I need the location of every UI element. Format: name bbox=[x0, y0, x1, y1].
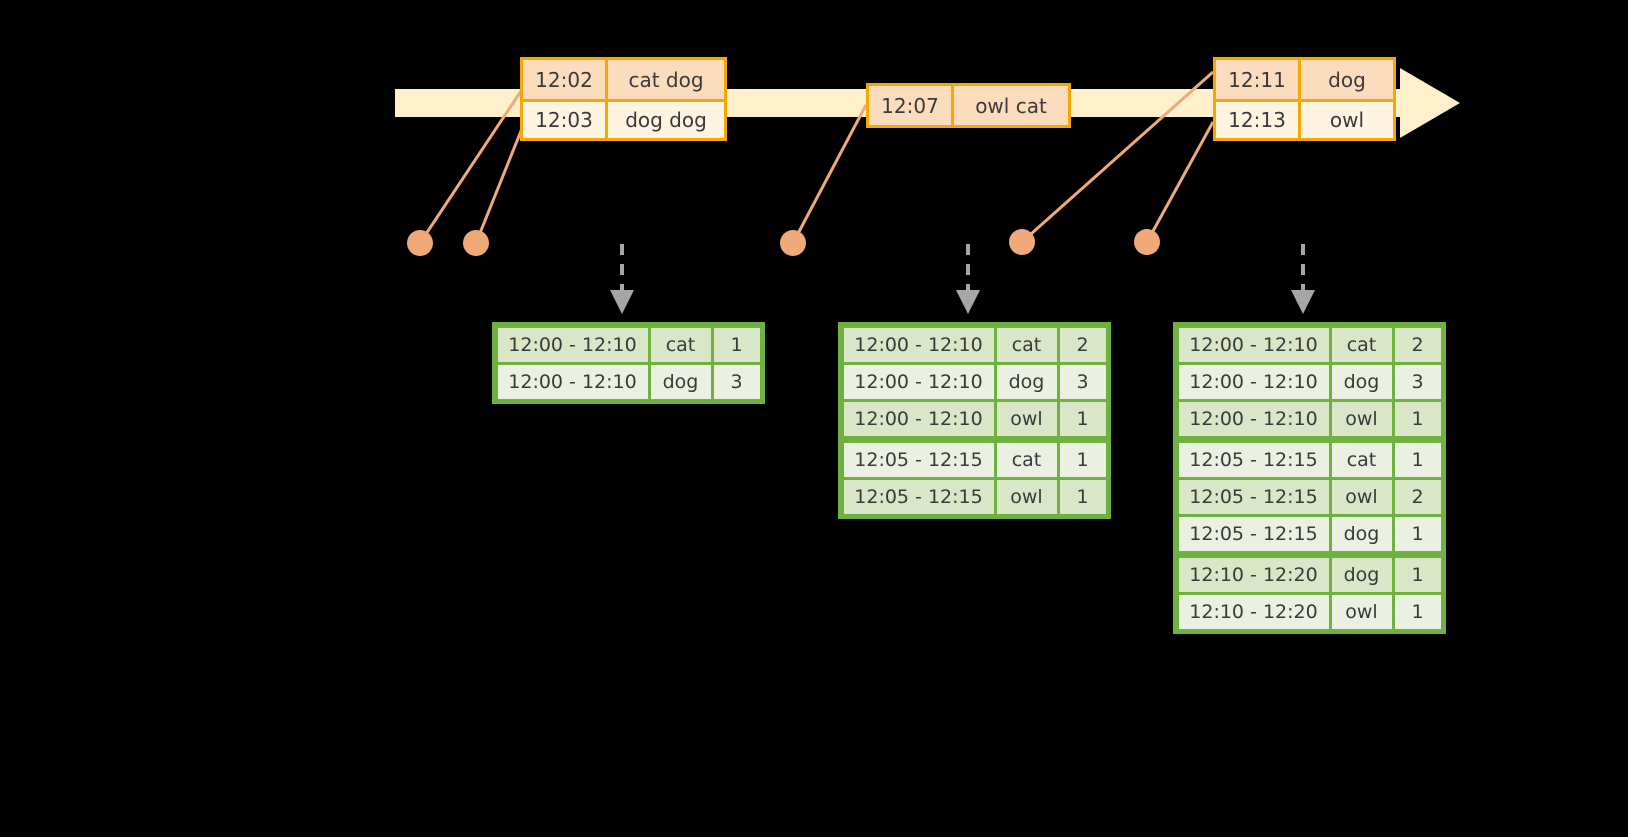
cell-count: 1 bbox=[1394, 401, 1441, 436]
table-row[interactable]: 12:00 - 12:10 owl 1 bbox=[1177, 400, 1442, 437]
cell-count: 1 bbox=[713, 327, 760, 362]
table-row[interactable]: 12:10 - 12:20 owl 1 bbox=[1177, 593, 1442, 630]
table-row[interactable]: 12:00 - 12:10 cat 2 bbox=[1177, 326, 1442, 363]
table-row[interactable]: 12:05 - 12:15 owl 2 bbox=[1177, 478, 1442, 515]
event-value: owl bbox=[1329, 108, 1365, 132]
cell-window: 12:05 - 12:15 bbox=[1178, 442, 1329, 477]
cell-key: owl bbox=[996, 401, 1057, 436]
cell-count: 3 bbox=[1059, 364, 1106, 399]
event-time: 12:07 bbox=[869, 86, 954, 125]
cell-window: 12:00 - 12:10 bbox=[843, 327, 994, 362]
cell-key: dog bbox=[1331, 516, 1392, 551]
event-time: 12:03 bbox=[523, 102, 608, 138]
cell-count: 1 bbox=[1059, 442, 1106, 477]
emit-arrow-3-head bbox=[1291, 290, 1315, 314]
cell-window: 12:00 - 12:10 bbox=[843, 364, 994, 399]
cell-window: 12:10 - 12:20 bbox=[1178, 594, 1329, 629]
table-row[interactable]: 12:00 - 12:10 dog 3 bbox=[842, 363, 1107, 400]
cell-window: 12:05 - 12:15 bbox=[1178, 516, 1329, 551]
event-row[interactable]: 12:11 dog bbox=[1216, 60, 1393, 99]
emit-arrow-2-head bbox=[956, 290, 980, 314]
event-marker-1 bbox=[407, 230, 433, 256]
cell-window: 12:00 - 12:10 bbox=[497, 327, 648, 362]
event-group-3[interactable]: 12:11 dog 12:13 owl bbox=[1213, 57, 1396, 141]
event-marker-5 bbox=[1134, 229, 1160, 255]
table-row[interactable]: 12:00 - 12:10 dog 3 bbox=[496, 363, 761, 400]
event-time: 12:13 bbox=[1216, 102, 1301, 138]
cell-key: cat bbox=[996, 327, 1057, 362]
cell-window: 12:05 - 12:15 bbox=[843, 442, 994, 477]
cell-window: 12:10 - 12:20 bbox=[1178, 557, 1329, 592]
cell-key: owl bbox=[1331, 401, 1392, 436]
windowed-counts-table-3[interactable]: 12:00 - 12:10 cat 2 12:00 - 12:10 dog 3 … bbox=[1173, 322, 1446, 634]
event-value: cat dog bbox=[628, 67, 704, 92]
cell-key: owl bbox=[1331, 594, 1392, 629]
event-time: 12:11 bbox=[1216, 60, 1301, 99]
table-row[interactable]: 12:00 - 12:10 cat 1 bbox=[496, 326, 761, 363]
cell-key: cat bbox=[650, 327, 711, 362]
cell-key: dog bbox=[996, 364, 1057, 399]
cell-key: cat bbox=[1331, 442, 1392, 477]
table-row[interactable]: 12:05 - 12:15 dog 1 bbox=[1177, 515, 1442, 552]
event-row[interactable]: 12:13 owl bbox=[1216, 99, 1393, 138]
cell-window: 12:00 - 12:10 bbox=[1178, 401, 1329, 436]
emit-arrows bbox=[610, 244, 1315, 314]
cell-key: owl bbox=[996, 479, 1057, 514]
cell-window: 12:00 - 12:10 bbox=[1178, 327, 1329, 362]
table-row[interactable]: 12:10 - 12:20 dog 1 bbox=[1177, 556, 1442, 593]
cell-key: dog bbox=[1331, 557, 1392, 592]
table-row[interactable]: 12:00 - 12:10 owl 1 bbox=[842, 400, 1107, 437]
cell-window: 12:05 - 12:15 bbox=[1178, 479, 1329, 514]
cell-count: 2 bbox=[1394, 327, 1441, 362]
cell-count: 3 bbox=[1394, 364, 1441, 399]
cell-count: 1 bbox=[1394, 557, 1441, 592]
table-row[interactable]: 12:00 - 12:10 dog 3 bbox=[1177, 363, 1442, 400]
event-marker-2 bbox=[463, 230, 489, 256]
cell-count: 2 bbox=[1059, 327, 1106, 362]
cell-count: 3 bbox=[713, 364, 760, 399]
event-row[interactable]: 12:02 cat dog bbox=[523, 60, 724, 99]
cell-window: 12:00 - 12:10 bbox=[843, 401, 994, 436]
cell-window: 12:00 - 12:10 bbox=[1178, 364, 1329, 399]
event-group-1[interactable]: 12:02 cat dog 12:03 dog dog bbox=[520, 57, 727, 141]
cell-window: 12:05 - 12:15 bbox=[843, 479, 994, 514]
cell-key: cat bbox=[996, 442, 1057, 477]
cell-key: owl bbox=[1331, 479, 1392, 514]
cell-count: 1 bbox=[1394, 516, 1441, 551]
table-row[interactable]: 12:05 - 12:15 cat 1 bbox=[842, 441, 1107, 478]
cell-count: 1 bbox=[1394, 594, 1441, 629]
event-row[interactable]: 12:03 dog dog bbox=[523, 99, 724, 138]
cell-count: 1 bbox=[1394, 442, 1441, 477]
cell-window: 12:00 - 12:10 bbox=[497, 364, 648, 399]
windowed-counts-table-2[interactable]: 12:00 - 12:10 cat 2 12:00 - 12:10 dog 3 … bbox=[838, 322, 1111, 519]
event-value: owl cat bbox=[975, 93, 1047, 118]
event-group-2[interactable]: 12:07 owl cat bbox=[866, 83, 1071, 128]
table-row[interactable]: 12:05 - 12:15 owl 1 bbox=[842, 478, 1107, 515]
event-marker-3 bbox=[780, 230, 806, 256]
emit-arrow-1-head bbox=[610, 290, 634, 314]
event-time: 12:02 bbox=[523, 60, 608, 99]
event-value: dog bbox=[1328, 67, 1366, 92]
cell-key: dog bbox=[650, 364, 711, 399]
cell-count: 1 bbox=[1059, 401, 1106, 436]
event-marker-4 bbox=[1009, 229, 1035, 255]
windowed-counts-table-1[interactable]: 12:00 - 12:10 cat 1 12:00 - 12:10 dog 3 bbox=[492, 322, 765, 404]
event-marker-dots bbox=[407, 229, 1160, 256]
cell-key: cat bbox=[1331, 327, 1392, 362]
cell-key: dog bbox=[1331, 364, 1392, 399]
table-row[interactable]: 12:05 - 12:15 cat 1 bbox=[1177, 441, 1442, 478]
cell-count: 2 bbox=[1394, 479, 1441, 514]
event-value: dog dog bbox=[625, 108, 707, 132]
event-row[interactable]: 12:07 owl cat bbox=[869, 86, 1068, 125]
table-row[interactable]: 12:00 - 12:10 cat 2 bbox=[842, 326, 1107, 363]
cell-count: 1 bbox=[1059, 479, 1106, 514]
